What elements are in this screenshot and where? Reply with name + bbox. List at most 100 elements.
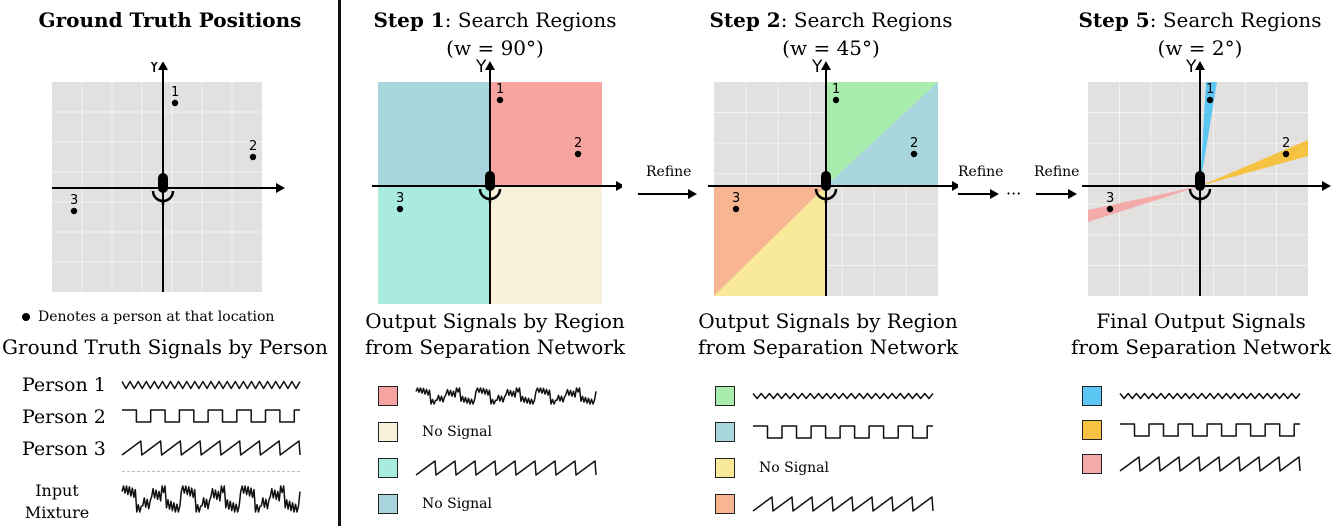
- person-2-point: [574, 150, 582, 158]
- step1-caption-line-2: from Separation Network: [365, 335, 625, 359]
- step1-subtitle: (w = 90°): [446, 36, 544, 60]
- step5-caption-line-1: Final Output Signals: [1096, 309, 1306, 333]
- region-225-270: [714, 186, 826, 296]
- y-axis-label: Y: [475, 58, 487, 77]
- y-axis-arrow: [158, 62, 168, 70]
- person-2-point: [910, 150, 918, 158]
- person-1-point: [832, 96, 840, 104]
- y-axis-arrow: [1195, 61, 1205, 70]
- person-1-point-label: 1: [171, 85, 179, 100]
- person-1-point-label: 1: [496, 82, 504, 97]
- refine-label-1: Refine: [646, 164, 692, 180]
- step5-swatch-1: [1082, 386, 1102, 406]
- waveform-line: [1120, 423, 1300, 437]
- step5-title-bold: Step 5: [1078, 8, 1150, 32]
- step1-title-bold: Step 1: [373, 8, 445, 32]
- person-3-point: [70, 207, 78, 215]
- person-1-signal: [121, 380, 301, 390]
- refine-label-3: Refine: [1034, 164, 1080, 180]
- person-2-point-label: 2: [249, 139, 257, 154]
- step2-swatch-1: [715, 386, 735, 406]
- step2-caption-line-1: Output Signals by Region: [698, 309, 958, 333]
- mixture-label-line-1: Input: [35, 481, 79, 500]
- waveform-line: [122, 409, 300, 423]
- refine-arrow-2: [958, 189, 999, 199]
- step5-caption: Final Output Signals from Separation Net…: [1066, 308, 1332, 360]
- x-axis-arrow: [1322, 181, 1331, 191]
- step1-region-plot: XY123: [372, 58, 622, 304]
- waveform-line: [1119, 392, 1301, 400]
- waveform-line: [121, 485, 301, 513]
- person-1-point-label: 1: [832, 82, 840, 97]
- gt-title: Ground Truth Positions: [38, 8, 302, 32]
- waveform-line: [121, 440, 301, 456]
- waveform-line: [1119, 456, 1301, 472]
- step5-output-2-signal: [1120, 423, 1300, 437]
- microphone-icon: [814, 171, 838, 203]
- person-3-signal: [121, 440, 301, 456]
- waveform-line: [752, 496, 934, 512]
- person-3-point-label: 3: [1106, 191, 1114, 206]
- step5-output-3-signal: [1119, 456, 1301, 472]
- x-axis-arrow: [616, 181, 622, 191]
- person-1-point: [496, 96, 504, 104]
- step5-output-1-signal: [1119, 392, 1301, 400]
- step1-swatch-2: [378, 422, 398, 442]
- microphone-icon: [151, 173, 175, 205]
- person-2-point-label: 2: [574, 136, 582, 151]
- step5-subtitle: (w = 2°): [1157, 36, 1243, 60]
- y-axis-label: Y: [148, 62, 160, 77]
- person-3-point-label: 3: [732, 191, 740, 206]
- step1-swatch-4: [378, 494, 398, 514]
- person-2-signal: [122, 409, 300, 423]
- refine-label-2: Refine: [958, 164, 1004, 180]
- waveform-line: [752, 392, 934, 400]
- step5-region-plot: XY123: [1082, 58, 1331, 296]
- x-axis-arrow: [276, 183, 285, 193]
- person-3-label: Person 3: [22, 438, 106, 460]
- step1-title-rest: : Search Regions: [444, 8, 617, 32]
- mixture-signal: [121, 485, 301, 513]
- person-3-point-label: 3: [396, 191, 404, 206]
- step1-output-4-text: No Signal: [422, 496, 492, 512]
- step5-swatch-2: [1082, 420, 1102, 440]
- person-1-label: Person 1: [22, 374, 106, 396]
- step2-swatch-2: [715, 422, 735, 442]
- beam-person-1: [1200, 82, 1217, 186]
- ellipsis: ···: [1006, 184, 1022, 203]
- person-1-point: [1206, 96, 1214, 104]
- step5-title: Step 5: Search Regions: [1072, 8, 1328, 32]
- gt-position-plot: XY123: [52, 62, 285, 292]
- y-axis-label: Y: [811, 58, 823, 77]
- mixture-label: Input Mixture: [22, 480, 92, 524]
- step5-title-rest: : Search Regions: [1149, 8, 1322, 32]
- region-0-45: [826, 82, 938, 186]
- step2-region-plot: XY123: [708, 58, 958, 296]
- region-upper-left: [378, 82, 490, 186]
- microphone-icon: [1188, 171, 1212, 203]
- refine-arrow-1: [638, 189, 697, 199]
- person-2-point-label: 2: [910, 136, 918, 151]
- person-dot-icon: [22, 312, 30, 321]
- person-2-label: Person 2: [22, 406, 106, 428]
- step2-swatch-3: [715, 458, 735, 478]
- step1-output-2-text: No Signal: [422, 424, 492, 440]
- person-3-point: [396, 205, 404, 213]
- refine-arrow-3: [1036, 189, 1077, 199]
- person-1-point: [171, 99, 179, 107]
- step2-output-2-signal: [753, 425, 933, 439]
- person-3-point-label: 3: [70, 193, 78, 208]
- step2-title-bold: Step 2: [709, 8, 781, 32]
- step2-subtitle: (w = 45°): [782, 36, 880, 60]
- person-3-point: [1106, 205, 1114, 213]
- step5-caption-line-2: from Separation Network: [1071, 335, 1331, 359]
- person-3-point: [732, 205, 740, 213]
- person-1-point-label: 1: [1206, 82, 1214, 97]
- step1-title: Step 1: Search Regions: [360, 8, 630, 32]
- beam-person-3: [1088, 186, 1200, 222]
- region-lower-left: [378, 186, 490, 304]
- y-axis-arrow: [485, 61, 495, 70]
- region-lower-right: [490, 186, 602, 304]
- person-2-point-label: 2: [1282, 136, 1290, 151]
- x-axis-arrow: [952, 181, 958, 191]
